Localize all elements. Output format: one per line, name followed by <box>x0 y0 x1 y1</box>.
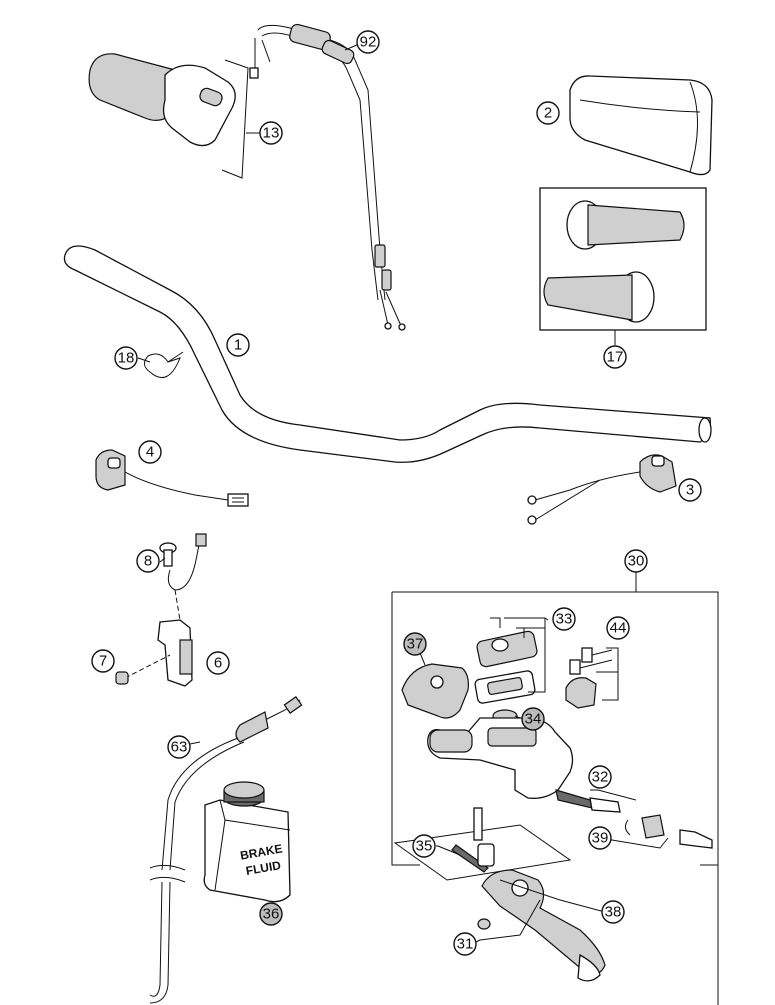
svg-text:33: 33 <box>556 611 573 628</box>
svg-text:35: 35 <box>416 838 433 855</box>
callout-38: 38 <box>601 900 625 924</box>
callout-7: 7 <box>91 649 115 673</box>
callout-36: 36 <box>259 902 283 926</box>
svg-text:44: 44 <box>610 620 627 637</box>
svg-text:31: 31 <box>457 936 474 953</box>
callout-32: 32 <box>588 765 612 789</box>
clutch-cable <box>149 696 303 1004</box>
svg-text:6: 6 <box>214 655 222 672</box>
right-switch <box>527 454 677 525</box>
callout-37: 37 <box>403 632 427 656</box>
svg-text:13: 13 <box>263 125 280 142</box>
svg-text:8: 8 <box>144 553 152 570</box>
svg-text:30: 30 <box>628 553 645 570</box>
callout-13: 13 <box>259 121 283 145</box>
clutch-master-cylinder-box <box>391 572 719 1005</box>
callout-44: 44 <box>606 616 630 640</box>
callout-34: 34 <box>521 707 545 731</box>
svg-text:2: 2 <box>544 105 552 122</box>
throttle-grip-assembly <box>88 53 249 179</box>
callout-92: 92 <box>356 30 380 54</box>
callout-4: 4 <box>138 440 162 464</box>
callout-6: 6 <box>206 651 230 675</box>
svg-text:37: 37 <box>407 636 424 653</box>
callout-1: 1 <box>226 333 250 357</box>
svg-text:7: 7 <box>99 653 107 670</box>
callout-33: 33 <box>552 607 576 631</box>
svg-text:4: 4 <box>146 444 154 461</box>
svg-text:32: 32 <box>592 769 609 786</box>
throttle-cables <box>249 23 406 331</box>
svg-text:17: 17 <box>607 349 624 366</box>
callout-18: 18 <box>114 346 138 370</box>
handlebar <box>63 245 712 463</box>
left-switch <box>95 449 249 507</box>
svg-text:34: 34 <box>525 711 542 728</box>
callout-3: 3 <box>678 478 702 502</box>
kill-switch-parts <box>115 533 207 687</box>
brake-fluid-line-2: FLUID <box>245 858 283 878</box>
svg-text:3: 3 <box>686 482 694 499</box>
handlebar-pad <box>569 75 713 176</box>
callout-35: 35 <box>412 834 436 858</box>
svg-text:38: 38 <box>605 904 622 921</box>
callout-2: 2 <box>536 101 560 125</box>
callout-31: 31 <box>453 932 477 956</box>
callout-8: 8 <box>136 549 160 573</box>
callout-63: 63 <box>167 735 191 759</box>
svg-text:63: 63 <box>171 739 188 756</box>
svg-text:18: 18 <box>118 350 135 367</box>
callout-30: 30 <box>624 549 648 573</box>
svg-text:92: 92 <box>360 34 377 51</box>
svg-text:1: 1 <box>234 337 242 354</box>
callout-17: 17 <box>603 345 627 369</box>
svg-text:36: 36 <box>263 906 280 923</box>
cable-tie <box>144 351 184 379</box>
brake-fluid-can: BRAKE FLUID <box>203 781 291 903</box>
callout-39: 39 <box>588 826 612 850</box>
grips-box <box>539 187 707 345</box>
svg-text:39: 39 <box>592 830 609 847</box>
